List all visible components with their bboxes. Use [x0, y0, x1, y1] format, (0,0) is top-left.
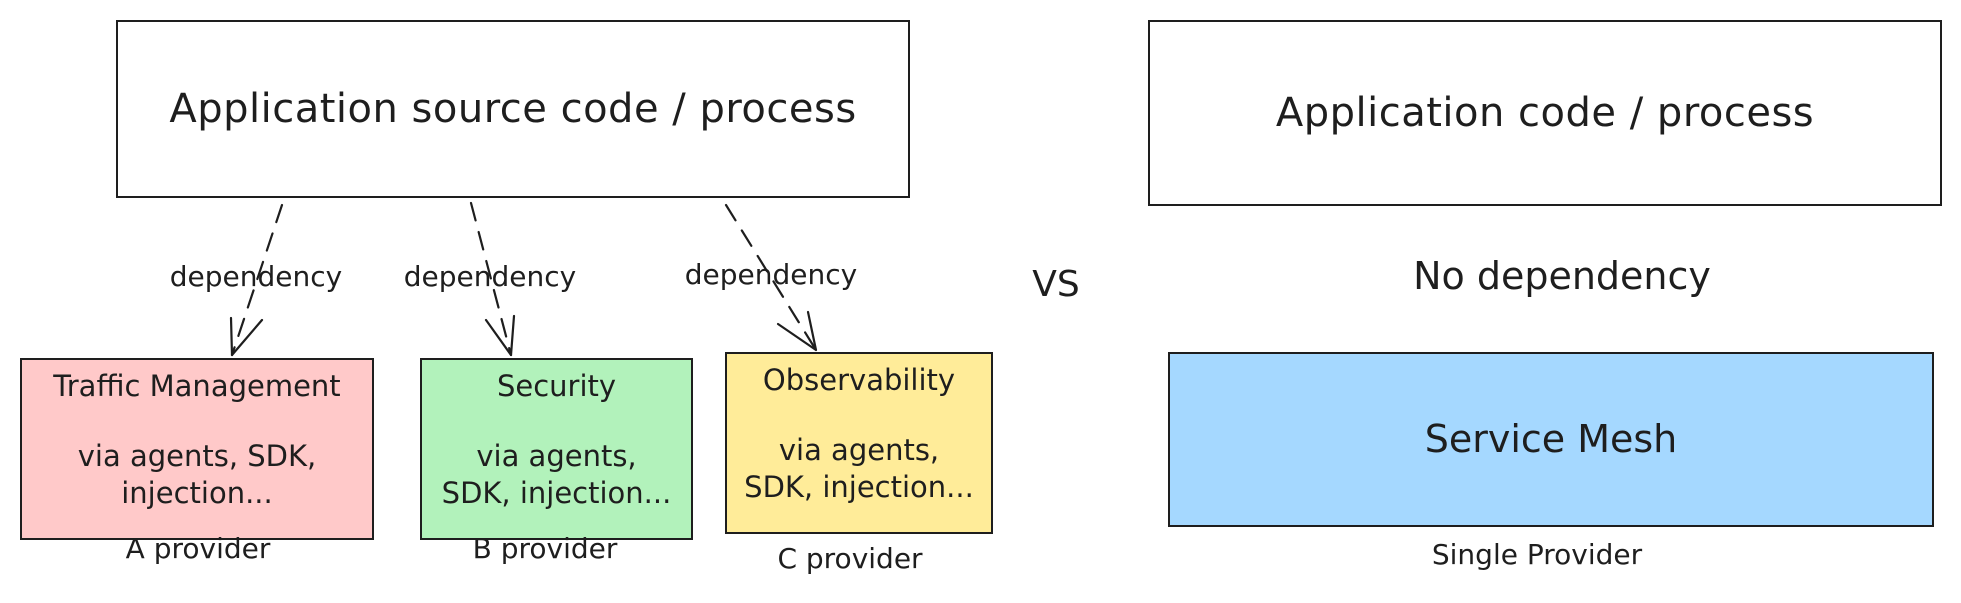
application-code-box: Application code / process: [1148, 20, 1942, 206]
provider-caption-c: C provider: [777, 542, 923, 575]
single-provider-caption: Single Provider: [1431, 538, 1643, 571]
security-body-line2: SDK, injection...: [441, 475, 672, 510]
application-source-label: Application source code / process: [169, 86, 857, 132]
dependency-label-c: dependency: [684, 258, 858, 291]
security-body-line1: via agents,: [476, 439, 637, 474]
dependency-label-b: dependency: [403, 260, 577, 293]
observability-title: Observability: [762, 363, 956, 397]
dependency-arrow-a: [230, 203, 284, 357]
dependency-arrowhead-a: [229, 316, 264, 357]
security-box: Security via agents, SDK, injection...: [420, 358, 693, 540]
application-code-label: Application code / process: [1275, 90, 1815, 136]
vs-label: VS: [1032, 264, 1080, 305]
no-dependency-label: No dependency: [1413, 254, 1711, 298]
application-source-box: Application source code / process: [116, 20, 910, 198]
traffic-management-body-line2: injection...: [121, 475, 273, 510]
provider-caption-a: A provider: [125, 532, 271, 565]
dependency-arrowhead-b: [484, 314, 516, 357]
provider-caption-b: B provider: [472, 532, 618, 565]
dependency-arrowhead-c: [776, 310, 818, 352]
service-mesh-box: Service Mesh: [1168, 352, 1934, 527]
traffic-management-title: Traffic Management: [53, 369, 341, 403]
observability-box: Observability via agents, SDK, injection…: [725, 352, 993, 534]
observability-body-line2: SDK, injection...: [744, 469, 974, 504]
dependency-arrow-b: [469, 201, 513, 357]
dependency-label-a: dependency: [169, 260, 343, 293]
traffic-management-box: Traffic Management via agents, SDK, inje…: [20, 358, 374, 540]
service-mesh-label: Service Mesh: [1424, 416, 1678, 461]
observability-body-line1: via agents,: [778, 433, 940, 468]
traffic-management-body-line1: via agents, SDK,: [77, 439, 317, 474]
security-title: Security: [496, 369, 617, 403]
